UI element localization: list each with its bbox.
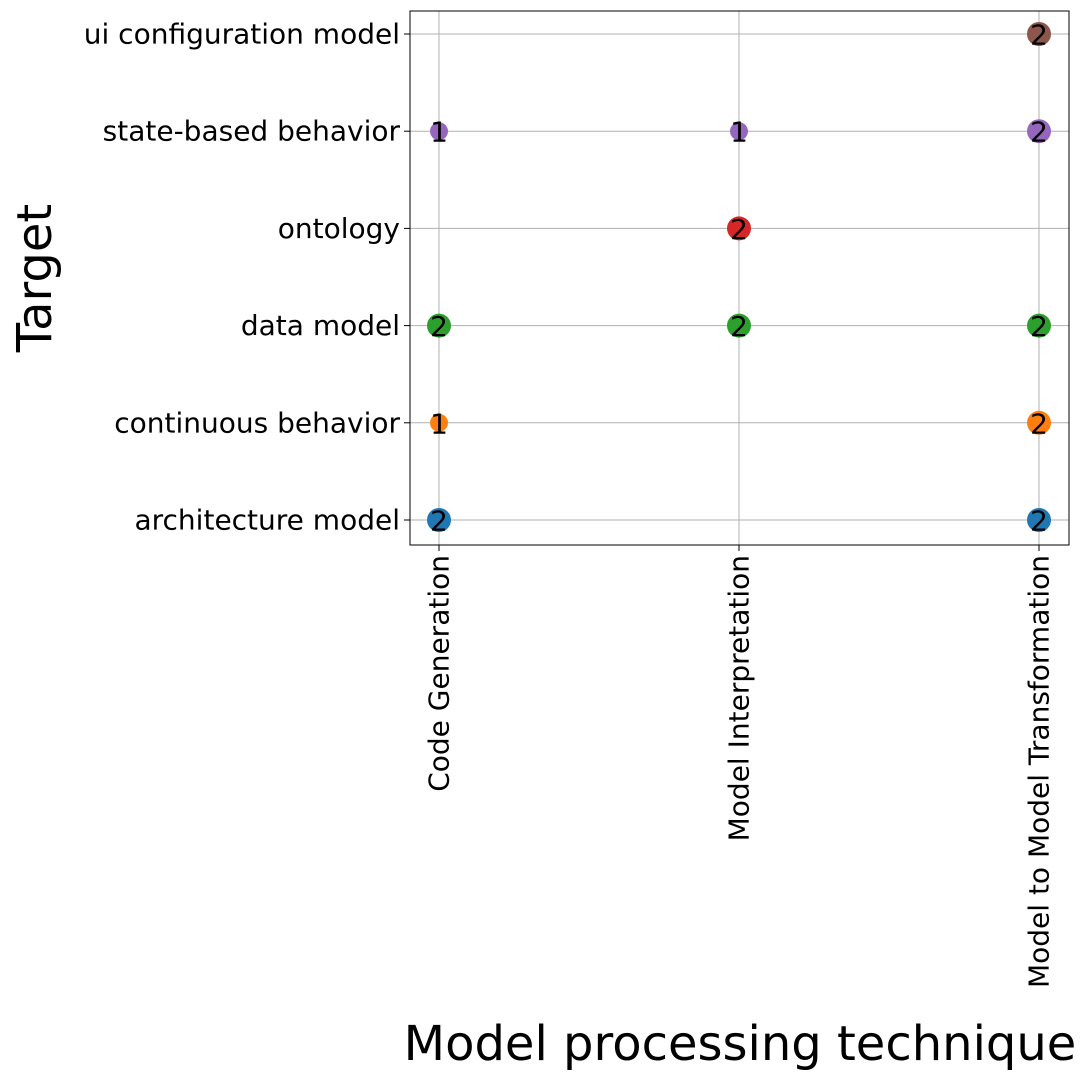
data-point: 2 [427, 310, 451, 343]
tick-marks [404, 33, 1040, 551]
point-count-label: 1 [730, 116, 748, 149]
data-point: 2 [1027, 116, 1051, 149]
point-marker [727, 313, 751, 338]
data-point: 2 [727, 213, 751, 246]
point-count-label: 1 [430, 116, 448, 149]
y-tick-label: ontology [278, 212, 400, 245]
x-tick-label: Model to Model Transformation [1023, 555, 1056, 988]
x-tick-labels: Code Generation Model Interpretation Model… [423, 555, 1056, 988]
point-count-label: 2 [1030, 116, 1048, 149]
data-point: 2 [1027, 407, 1051, 440]
y-axis-title: Target [7, 204, 63, 354]
y-tick-label: ui configuration model [84, 18, 400, 51]
point-count-label: 2 [730, 310, 748, 343]
point-count-label: 2 [1030, 310, 1048, 343]
y-tick-label: architecture model [134, 504, 400, 537]
x-tick-label: Model Interpretation [723, 555, 756, 841]
point-count-label: 2 [730, 213, 748, 246]
point-marker [430, 413, 448, 432]
y-tick-labels: architecture model continuous behavior dat… [84, 18, 401, 537]
x-tick-label: Code Generation [423, 555, 456, 792]
point-marker [1027, 22, 1051, 46]
data-point: 2 [727, 310, 751, 343]
data-point: 1 [430, 407, 448, 440]
data-point: 2 [1027, 505, 1051, 538]
data-point: 2 [1027, 19, 1051, 52]
data-point: 2 [427, 505, 451, 538]
point-marker [1027, 313, 1051, 338]
point-marker [1027, 410, 1051, 435]
point-marker [1027, 508, 1051, 532]
data-points: 2 2 1 2 2 2 2 2 1 1 2 2 [427, 19, 1051, 538]
grid-lines [410, 11, 1069, 545]
point-marker [727, 216, 751, 241]
point-count-label: 2 [430, 310, 448, 343]
point-count-label: 2 [1030, 505, 1048, 538]
point-marker [730, 122, 748, 141]
point-count-label: 2 [430, 505, 448, 538]
data-point: 2 [1027, 310, 1051, 343]
data-point: 1 [430, 116, 448, 149]
point-marker [427, 313, 451, 338]
point-count-label: 2 [1030, 407, 1048, 440]
point-count-label: 1 [430, 407, 448, 440]
point-count-label: 2 [1030, 19, 1048, 52]
data-point: 1 [730, 116, 748, 149]
y-tick-label: continuous behavior [114, 406, 400, 439]
y-tick-label: state-based behavior [103, 115, 401, 148]
point-marker [430, 122, 448, 141]
point-marker [427, 508, 451, 532]
x-axis-title: Model processing technique [404, 1016, 1077, 1072]
y-tick-label: data model [241, 309, 400, 342]
point-marker [1027, 119, 1051, 144]
